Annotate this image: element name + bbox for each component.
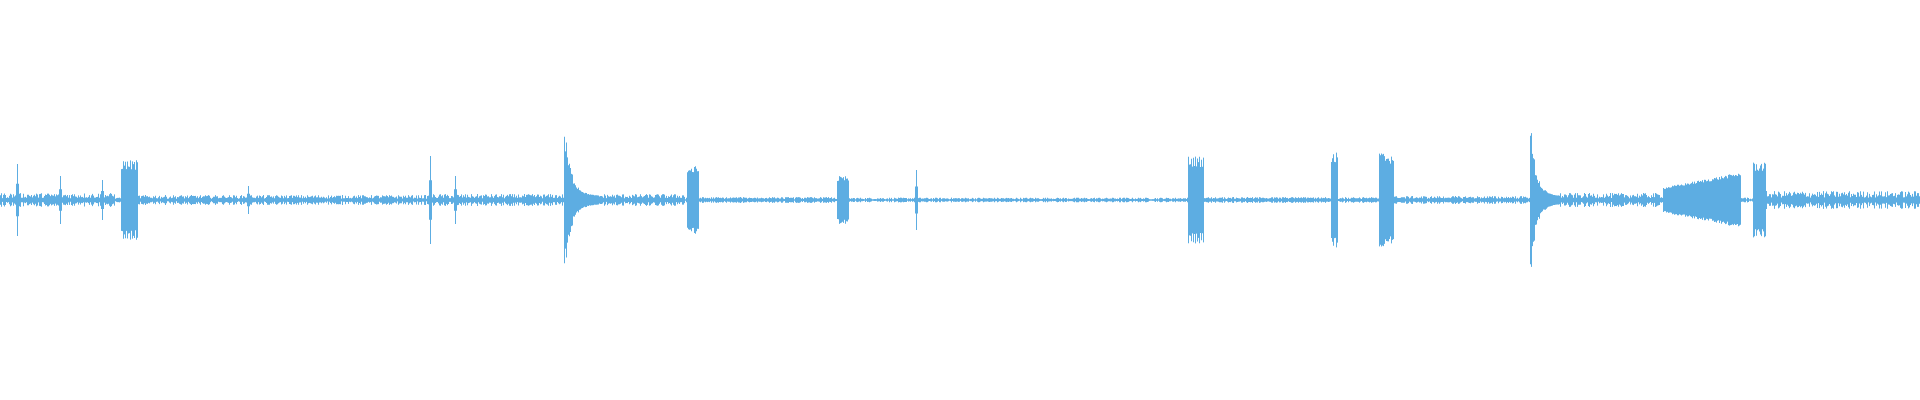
waveform-envelope xyxy=(0,133,1920,267)
